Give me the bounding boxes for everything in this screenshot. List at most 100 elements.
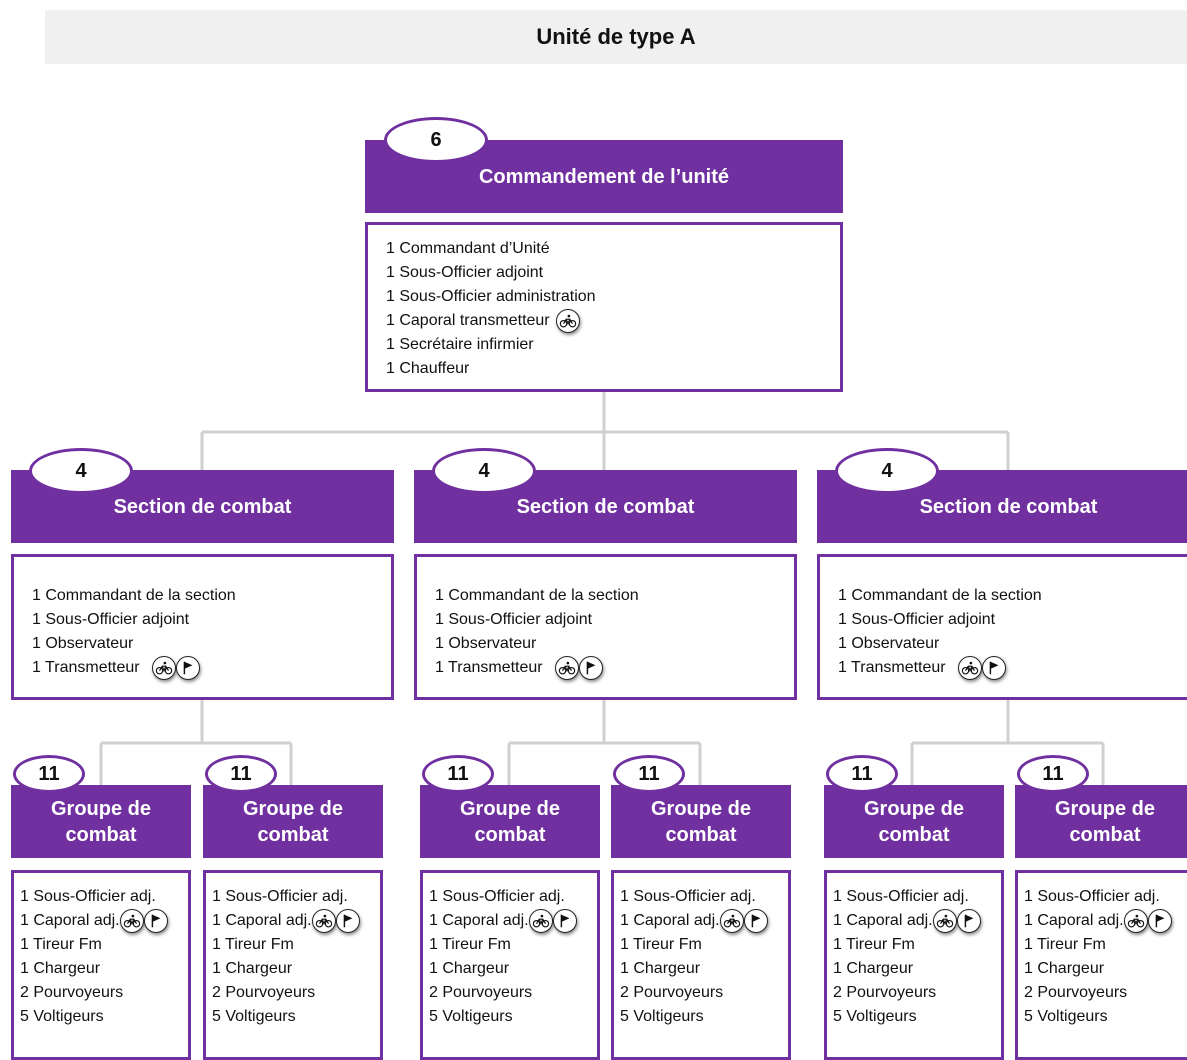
member-row: 2 Pourvoyeurs: [429, 981, 597, 1005]
member-row: 1 Sous-Officier adj.: [429, 885, 597, 909]
group-members: 1 Sous-Officier adj.1 Caporal adj.1 Tire…: [203, 870, 383, 1060]
member-label: 5 Voltigeurs: [20, 1008, 104, 1025]
bicycle-icon: [119, 909, 144, 933]
unit-title: Groupe de combat: [650, 797, 751, 846]
member-label: 2 Pourvoyeurs: [212, 984, 316, 1001]
group-header: Groupe de combat: [11, 785, 191, 858]
member-row: 1 Chargeur: [1024, 957, 1187, 981]
member-row: 1 Chargeur: [212, 957, 380, 981]
member-row: 1 Caporal adj.: [212, 909, 380, 933]
unit-title: Section de combat: [919, 495, 1098, 518]
unit-title: Section de combat: [113, 495, 292, 518]
member-row: 2 Pourvoyeurs: [1024, 981, 1187, 1005]
unit-title: Groupe de combat: [459, 797, 560, 846]
member-row: 1 Caporal adj.: [833, 909, 1001, 933]
member-row: 1 Sous-Officier adj.: [212, 885, 380, 909]
bicycle-icon: [311, 909, 336, 933]
member-label: 1 Chargeur: [20, 960, 101, 977]
member-label: 1 Commandant de la section: [435, 587, 639, 604]
member-label: 5 Voltigeurs: [1024, 1008, 1108, 1025]
unit-title: Groupe de combat: [1054, 797, 1155, 846]
member-row: 1 Tireur Fm: [620, 933, 788, 957]
count-badge: 6: [384, 117, 488, 163]
group-header: Groupe de combat: [824, 785, 1004, 858]
member-icons: [719, 909, 768, 933]
member-row: 1 Tireur Fm: [429, 933, 597, 957]
unit-title: Groupe de combat: [863, 797, 964, 846]
member-icons: [311, 909, 360, 933]
member-label: 1 Commandant d’Unité: [386, 240, 550, 257]
member-row: 1 Transmetteur: [32, 656, 391, 680]
member-row: 1 Sous-Officier adj.: [20, 885, 188, 909]
member-row: 2 Pourvoyeurs: [212, 981, 380, 1005]
member-row: 1 Sous-Officier adj.: [833, 885, 1001, 909]
member-label: 1 Chargeur: [833, 960, 914, 977]
member-row: 1 Commandant d’Unité: [386, 237, 840, 261]
flag-icon: [743, 909, 768, 933]
member-row: 1 Sous-Officier adjoint: [32, 608, 391, 632]
member-row: 1 Sous-Officier adjoint: [386, 261, 840, 285]
member-row: 1 Chauffeur: [386, 357, 840, 381]
member-label: 1 Caporal adj.: [833, 912, 933, 929]
flag-icon: [981, 656, 1006, 680]
count-badge: 11: [422, 755, 494, 793]
bicycle-icon: [528, 909, 553, 933]
member-row: 1 Transmetteur: [838, 656, 1187, 680]
member-label: 1 Sous-Officier administration: [386, 288, 596, 305]
count-badge: 4: [835, 448, 939, 494]
member-label: 2 Pourvoyeurs: [833, 984, 937, 1001]
member-label: 1 Chargeur: [212, 960, 293, 977]
page-title: Unité de type A: [45, 10, 1187, 64]
bicycle-icon: [555, 309, 580, 333]
unit-title: Groupe de combat: [242, 797, 343, 846]
member-label: 1 Tireur Fm: [20, 936, 102, 953]
member-row: 1 Secrétaire infirmier: [386, 333, 840, 357]
bicycle-icon: [151, 656, 176, 680]
member-row: 1 Tireur Fm: [20, 933, 188, 957]
member-label: 2 Pourvoyeurs: [620, 984, 724, 1001]
member-icons: [555, 309, 580, 333]
member-row: 1 Caporal adj.: [429, 909, 597, 933]
member-row: 1 Chargeur: [429, 957, 597, 981]
member-row: 1 Commandant de la section: [435, 584, 794, 608]
member-label: 1 Transmetteur: [838, 659, 946, 676]
flag-icon: [143, 909, 168, 933]
member-label: 1 Observateur: [838, 635, 940, 652]
flag-icon: [956, 909, 981, 933]
member-label: 1 Tireur Fm: [429, 936, 511, 953]
member-label: 1 Secrétaire infirmier: [386, 336, 534, 353]
count-badge: 4: [29, 448, 133, 494]
member-icons: [119, 909, 168, 933]
member-row: 1 Chargeur: [20, 957, 188, 981]
flag-icon: [175, 656, 200, 680]
member-row: 5 Voltigeurs: [620, 1005, 788, 1029]
member-icons: [528, 909, 577, 933]
member-label: 5 Voltigeurs: [620, 1008, 704, 1025]
member-label: 1 Tireur Fm: [833, 936, 915, 953]
member-label: 1 Sous-Officier adj.: [212, 888, 348, 905]
count-badge: 11: [613, 755, 685, 793]
count-badge: 4: [432, 448, 536, 494]
member-icons: [151, 656, 200, 680]
count-badge: 11: [205, 755, 277, 793]
member-label: 1 Caporal adj.: [20, 912, 120, 929]
member-icons: [1123, 909, 1172, 933]
member-row: 2 Pourvoyeurs: [833, 981, 1001, 1005]
group-members: 1 Sous-Officier adj. 1 Caporal adj. 1 Tire…: [11, 870, 191, 1060]
member-label: 1 Transmetteur: [435, 659, 543, 676]
member-label: 2 Pourvoyeurs: [20, 984, 124, 1001]
member-icons: [957, 656, 1006, 680]
member-row: 1 Caporal adj.: [20, 909, 188, 933]
member-label: 1 Observateur: [32, 635, 134, 652]
bicycle-icon: [554, 656, 579, 680]
member-icons: [554, 656, 603, 680]
flag-icon: [335, 909, 360, 933]
member-label: 5 Voltigeurs: [429, 1008, 513, 1025]
member-label: 1 Sous-Officier adjoint: [386, 264, 544, 281]
member-label: 1 Observateur: [435, 635, 537, 652]
member-icons: [932, 909, 981, 933]
member-label: 1 Sous-Officier adjoint: [435, 611, 593, 628]
member-label: 1 Chargeur: [1024, 960, 1105, 977]
member-label: 1 Caporal adj.: [212, 912, 312, 929]
group-header: Groupe de combat: [611, 785, 791, 858]
